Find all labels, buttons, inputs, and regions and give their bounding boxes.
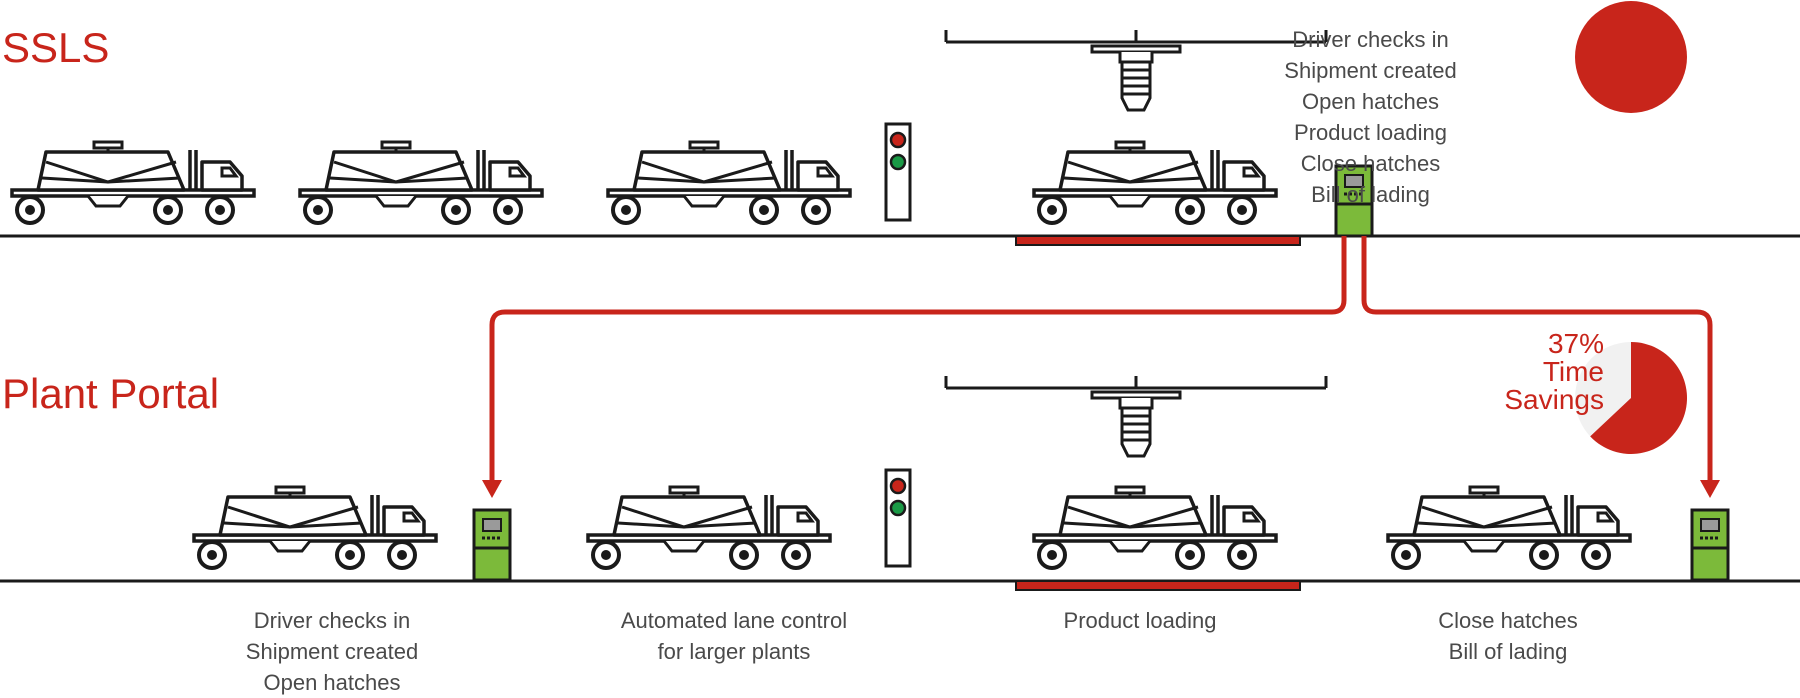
loading-hopper-icon [944, 374, 1328, 458]
caption-line: Bill of lading [1448, 639, 1568, 664]
kiosk-terminal-icon [1690, 508, 1730, 582]
flow-arrow-head [482, 480, 502, 498]
tanker-truck-icon [586, 485, 832, 570]
savings-word: Savings [1504, 384, 1604, 415]
scale-pad-icon [1015, 580, 1301, 591]
scale-pad-icon [1015, 235, 1301, 246]
tanker-truck-icon [1386, 485, 1632, 570]
caption-line: Shipment created [245, 639, 419, 664]
caption-line: Driver checks in [253, 608, 411, 633]
traffic-light-icon [884, 468, 912, 568]
time-savings-wedge [1590, 342, 1688, 454]
tanker-truck-icon [10, 140, 256, 225]
portal-close-caption: Close hatches Bill of lading [1378, 605, 1638, 667]
ssls-steps-list: Driver checks in Shipment created Open h… [1273, 24, 1468, 210]
traffic-light-icon [884, 122, 912, 222]
caption-line: Close hatches [1438, 608, 1578, 633]
tanker-truck-icon [298, 140, 544, 225]
ssls-step: Open hatches [1302, 89, 1439, 114]
caption-line: Automated lane control [620, 608, 848, 633]
ssls-step: Bill of lading [1311, 182, 1430, 207]
flow-arrow-icon [1361, 236, 1713, 492]
caption-line: for larger plants [657, 639, 811, 664]
ssls-step: Product loading [1294, 120, 1447, 145]
loading-hopper-icon [944, 28, 1328, 112]
tanker-truck-icon [1032, 485, 1278, 570]
portal-loading-caption: Product loading [1010, 605, 1270, 636]
ssls-section-label: SSLS [2, 24, 110, 71]
portal-checkin-caption: Driver checks in Shipment created Open h… [202, 605, 462, 698]
caption-line: Product loading [1063, 608, 1217, 633]
flow-arrow-head [1700, 480, 1720, 498]
flow-arrow-icon [489, 236, 1347, 492]
tanker-truck-icon [606, 140, 852, 225]
kiosk-terminal-icon [472, 508, 512, 582]
ssls-step: Driver checks in [1292, 27, 1449, 52]
ssls-step: Shipment created [1284, 58, 1457, 83]
caption-line: Open hatches [263, 670, 401, 695]
full-process-pie [1575, 1, 1687, 113]
ssls-step: Close hatches [1300, 151, 1441, 176]
savings-word: Time [1542, 356, 1604, 387]
portal-lane-caption: Automated lane control for larger plants [584, 605, 884, 667]
tanker-truck-icon [1032, 140, 1278, 225]
plant-portal-section-label: Plant Portal [2, 370, 220, 417]
tanker-truck-icon [192, 485, 438, 570]
savings-percent: 37% [1547, 328, 1604, 359]
time-savings-label: 37% Time Savings [1460, 330, 1604, 414]
time-savings-pie [1575, 342, 1688, 454]
